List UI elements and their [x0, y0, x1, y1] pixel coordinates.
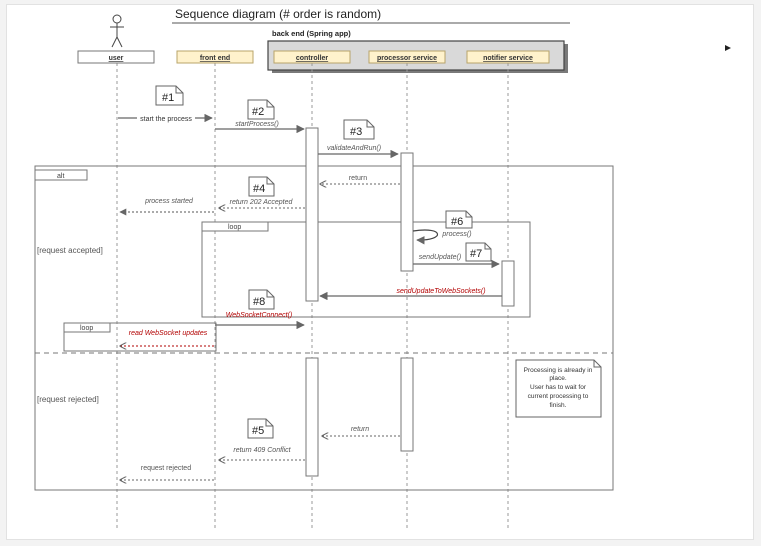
- participant-controller-label: controller: [296, 55, 329, 62]
- message-accepted-label: return 202 Accepted: [230, 199, 294, 206]
- play-icon[interactable]: [724, 44, 732, 52]
- note-1-text: #1: [162, 92, 174, 104]
- note-8-text: #8: [253, 296, 265, 308]
- alt-label: alt: [57, 173, 64, 180]
- participant-user[interactable]: user: [77, 50, 155, 64]
- activation-notifier: [501, 260, 515, 307]
- participant-processor-label: processor service: [377, 55, 437, 62]
- note-4: #4: [248, 176, 275, 197]
- note-processing: Processing is already in place. User has…: [515, 359, 602, 418]
- message-start-label: start the process: [140, 116, 192, 123]
- note-3: #3: [343, 119, 375, 140]
- message-start-process-label: startProcess(): [235, 121, 279, 128]
- activation-controller-1: [305, 127, 319, 302]
- message-process-self: [412, 229, 438, 245]
- note-5: #5: [247, 418, 274, 439]
- participant-controller[interactable]: controller: [273, 50, 351, 64]
- note-processing-line-1: Processing is already in: [524, 367, 593, 374]
- loop-outer-label: loop: [80, 325, 93, 332]
- loop-inner-label: loop: [228, 224, 241, 231]
- participant-notifier[interactable]: notifier service: [466, 50, 550, 64]
- message-process-label: process(): [441, 231, 471, 238]
- note-7: #7: [465, 242, 492, 262]
- message-conflict-label: return 409 Conflict: [233, 447, 291, 454]
- message-return-2-label: return: [351, 426, 369, 433]
- participant-notifier-label: notifier service: [483, 55, 533, 62]
- participant-frontend[interactable]: front end: [176, 50, 254, 64]
- message-read-ws-label: read WebSocket updates: [129, 330, 208, 337]
- backend-group-label: back end (Spring app): [272, 29, 351, 38]
- alt-tab: alt: [34, 169, 88, 181]
- message-return-1-label: return: [349, 175, 367, 182]
- loop-fragment-inner: loop: [201, 221, 531, 318]
- note-2: #2: [247, 99, 275, 120]
- note-1: #1: [155, 85, 184, 106]
- message-process-started-label: process started: [144, 198, 194, 205]
- note-3-text: #3: [350, 126, 362, 138]
- note-5-text: #5: [252, 425, 264, 437]
- note-4-text: #4: [253, 183, 265, 195]
- note-processing-line-4: current processing to: [528, 393, 589, 400]
- message-rejected-label: request rejected: [141, 465, 191, 472]
- participant-processor[interactable]: processor service: [368, 50, 446, 64]
- message-send-update-label: sendUpdate(): [419, 254, 461, 261]
- note-7-text: #7: [470, 248, 482, 260]
- note-processing-line-2: place.: [549, 375, 567, 382]
- note-2-text: #2: [252, 106, 264, 118]
- note-6: #6: [445, 210, 473, 229]
- guard-accepted: [request accepted]: [37, 246, 103, 255]
- participant-user-label: user: [109, 55, 124, 62]
- diagram-title: Sequence diagram (# order is random): [175, 7, 381, 21]
- loop-fragment-outer: loop: [63, 322, 217, 352]
- user-actor-icon: [110, 14, 124, 48]
- activation-processor-2: [400, 357, 414, 452]
- message-validate-label: validateAndRun(): [327, 145, 381, 152]
- activations: [305, 127, 515, 477]
- guard-rejected: [request rejected]: [37, 395, 99, 404]
- note-processing-line-5: finish.: [550, 402, 567, 409]
- activation-processor-1: [400, 152, 414, 272]
- participant-frontend-label: front end: [200, 55, 230, 62]
- activation-controller-2: [305, 357, 319, 477]
- diagram-canvas: [6, 4, 754, 540]
- note-6-text: #6: [451, 216, 463, 228]
- note-processing-line-3: User has to wait for: [530, 384, 587, 391]
- note-8: #8: [248, 289, 275, 310]
- message-send-ws-label: sendUpdateToWebSockets(): [396, 288, 485, 295]
- alt-fragment: [34, 165, 614, 491]
- message-ws-connect-label: WebSocketConnect(): [226, 312, 292, 319]
